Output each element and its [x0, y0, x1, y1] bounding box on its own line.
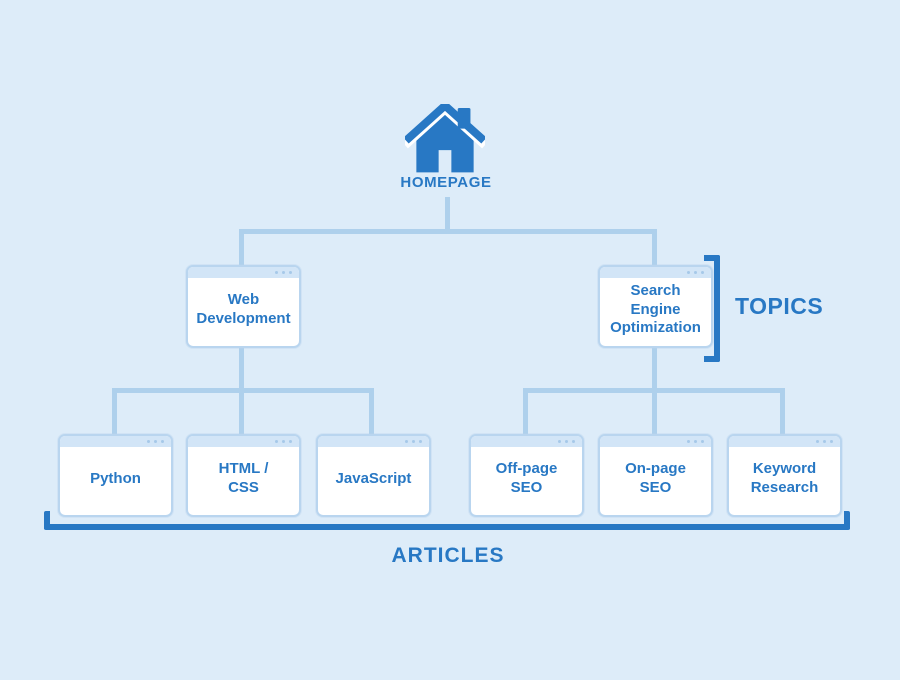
window-dots-icon: [147, 440, 164, 443]
node-label: Web Development: [196, 291, 291, 327]
homepage-label: HOMEPAGE: [400, 174, 492, 191]
node-web-development: Web Development: [186, 265, 301, 348]
window-dots-icon: [687, 440, 704, 443]
window-dots-icon: [275, 271, 292, 274]
node-label: Search Engine Optimization: [610, 281, 701, 337]
home-icon: [405, 104, 485, 173]
node-html-css: HTML / CSS: [186, 434, 301, 517]
connector-drop-python: [112, 388, 117, 434]
window-titlebar: [188, 436, 299, 447]
node-search-engine-optimization: Search Engine Optimization: [598, 265, 713, 348]
connector-seo-horizontal: [523, 388, 785, 393]
connector-webdev-horizontal: [112, 388, 374, 393]
window-titlebar: [318, 436, 429, 447]
connector-level1-horizontal: [239, 229, 657, 234]
node-off-page-seo: Off-page SEO: [469, 434, 584, 517]
window-dots-icon: [687, 271, 704, 274]
window-dots-icon: [405, 440, 422, 443]
connector-drop-keyword: [780, 388, 785, 434]
articles-bracket: [44, 511, 850, 530]
node-label: Keyword Research: [750, 460, 819, 496]
connector-drop-seo: [652, 229, 657, 265]
window-dots-icon: [816, 440, 833, 443]
node-keyword-research: Keyword Research: [727, 434, 842, 517]
topics-bracket: [704, 255, 720, 362]
node-on-page-seo: On-page SEO: [598, 434, 713, 517]
node-label: On-page SEO: [625, 460, 686, 496]
node-label: JavaScript: [335, 469, 412, 487]
node-javascript: JavaScript: [316, 434, 431, 517]
window-titlebar: [729, 436, 840, 447]
connector-root-stem: [445, 197, 450, 230]
window-titlebar: [471, 436, 582, 447]
topics-label: TOPICS: [735, 293, 824, 319]
connector-drop-offpage: [523, 388, 528, 434]
articles-label: ARTICLES: [391, 544, 505, 567]
node-label: Off-page SEO: [495, 460, 558, 496]
window-titlebar: [188, 267, 299, 278]
window-dots-icon: [558, 440, 575, 443]
connector-drop-web-development: [239, 229, 244, 265]
window-titlebar: [600, 436, 711, 447]
node-label: Python: [90, 469, 141, 487]
window-titlebar: [600, 267, 711, 278]
window-dots-icon: [275, 440, 292, 443]
node-python: Python: [58, 434, 173, 517]
node-label: HTML / CSS: [218, 460, 269, 496]
window-titlebar: [60, 436, 171, 447]
connector-drop-javascript: [369, 388, 374, 434]
